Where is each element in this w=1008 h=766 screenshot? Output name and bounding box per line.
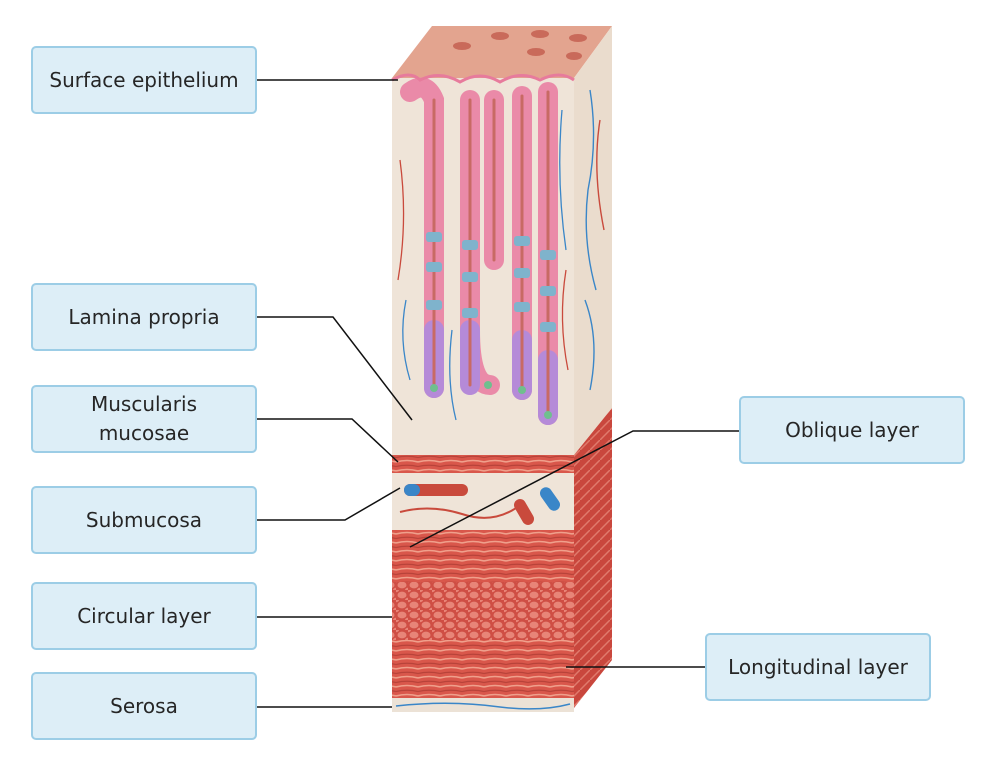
- parietal-cells: [426, 232, 556, 332]
- label-oblique-layer: Oblique layer: [739, 396, 965, 464]
- leader-oblique-layer: [409, 430, 739, 548]
- label-submucosa: Submucosa: [31, 486, 257, 554]
- label-text: Surface epithelium: [49, 67, 239, 92]
- gastric-glands: [400, 77, 558, 425]
- label-text-line-2: mucosae: [98, 421, 190, 445]
- label-text: Longitudinal layer: [728, 654, 908, 679]
- label-text: Submucosa: [85, 507, 203, 532]
- submucosa-vessels: [399, 484, 561, 525]
- muscularis-mucosae-band: [392, 455, 574, 473]
- muscularis-side-face: [574, 408, 612, 708]
- leader-lamina-propria: [257, 316, 413, 421]
- leader-lines: [257, 79, 739, 708]
- label-muscularis-mucosae: Muscularis mucosae: [31, 385, 257, 453]
- label-longitudinal-layer: Longitudinal layer: [705, 633, 931, 701]
- label-text: Circular layer: [77, 603, 211, 628]
- tissue-block: [391, 26, 612, 712]
- leader-submucosa: [257, 487, 401, 521]
- side-vessels: [584, 89, 605, 391]
- label-text: Lamina propria: [68, 304, 220, 329]
- surface-epithelium-edge: [391, 73, 575, 84]
- leader-muscularis-mucosae: [257, 418, 399, 463]
- mucosa-side-face: [574, 26, 612, 455]
- gastric-pits: [453, 30, 587, 60]
- oblique-layer-band: [392, 530, 574, 582]
- label-circular-layer: Circular layer: [31, 582, 257, 650]
- label-text-line-1: Muscularis: [90, 392, 198, 416]
- circular-layer-band: [392, 582, 574, 640]
- label-serosa: Serosa: [31, 672, 257, 740]
- submucosa-region: [392, 473, 574, 530]
- label-surface-epithelium: Surface epithelium: [31, 46, 257, 114]
- label-text: Serosa: [110, 693, 178, 718]
- longitudinal-layer-band: [392, 640, 574, 698]
- serosa-vessel: [395, 702, 571, 710]
- label-lamina-propria: Lamina propria: [31, 283, 257, 351]
- gland-base-cells: [430, 381, 552, 419]
- lamina-vessels: [397, 109, 569, 421]
- label-text: Oblique layer: [785, 417, 919, 442]
- mucosal-top-surface: [392, 26, 612, 78]
